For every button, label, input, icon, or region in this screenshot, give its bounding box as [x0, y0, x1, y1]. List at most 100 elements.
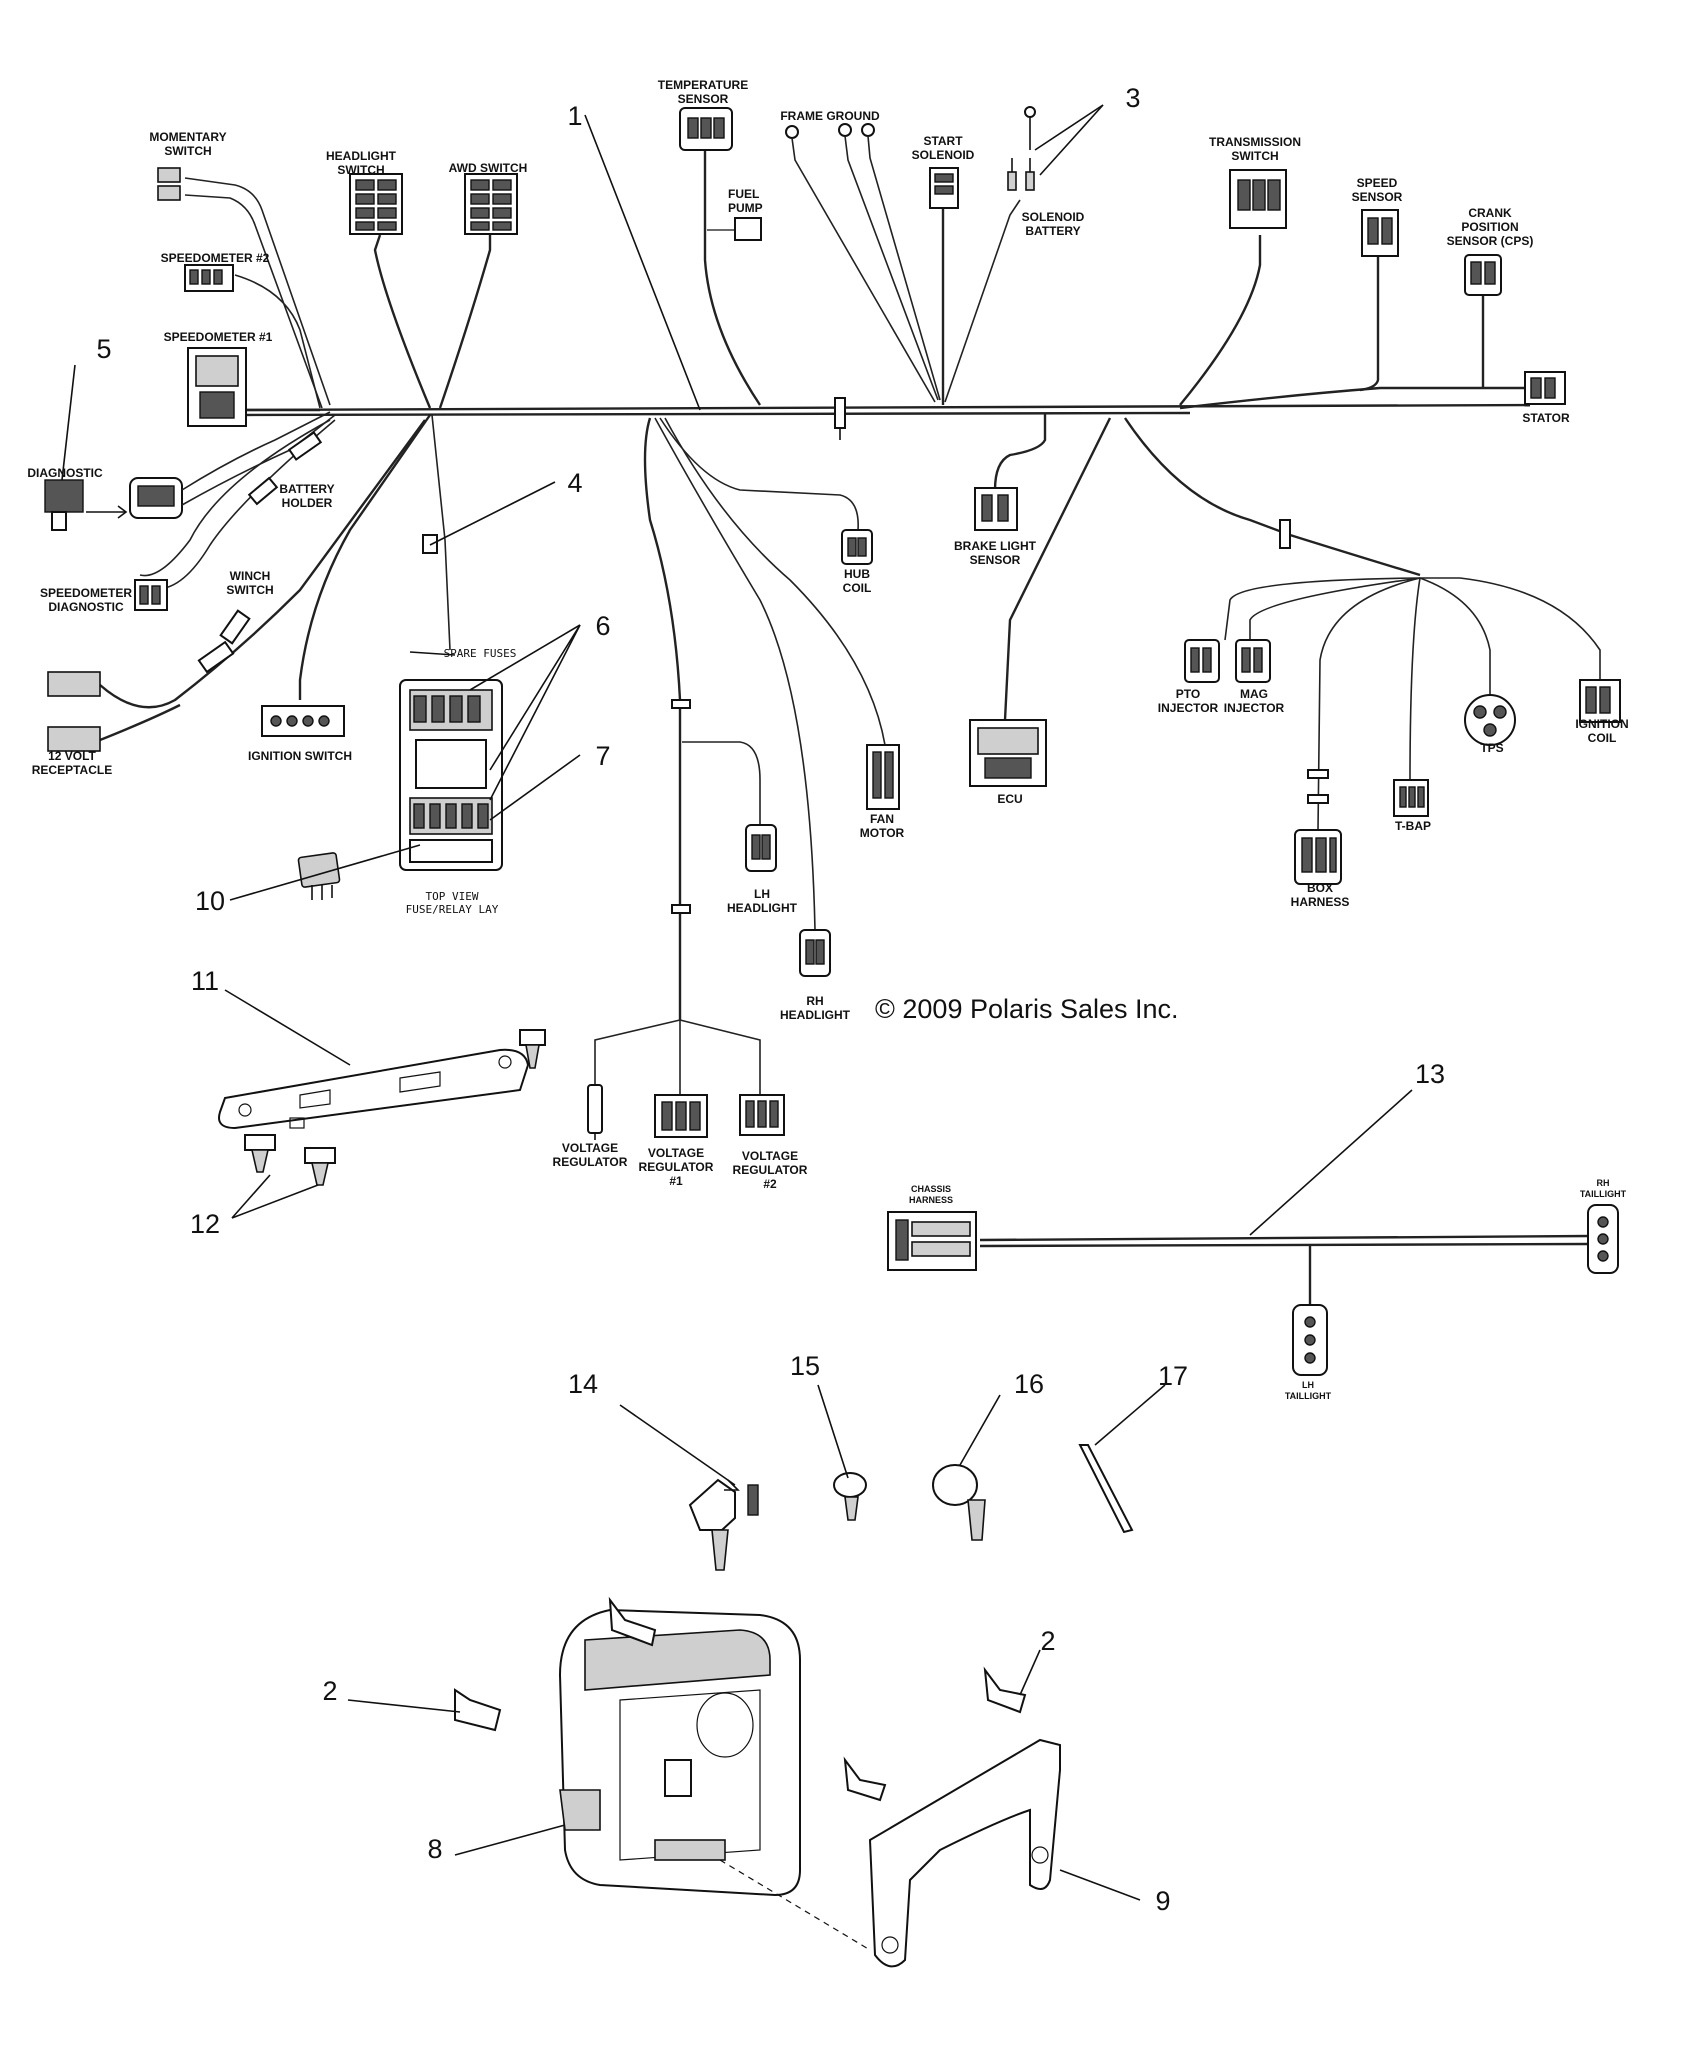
- callout-7: 7: [595, 741, 610, 771]
- stator-connector: [1524, 371, 1566, 405]
- awd-switch-connector: [464, 173, 518, 235]
- lh-headlight-connector: [745, 824, 777, 872]
- receptacle-connector-1: [47, 671, 101, 697]
- speedometer-diagnostic-connector: [134, 579, 168, 611]
- callout-1: 1: [567, 101, 582, 131]
- callout-9: 9: [1155, 1886, 1170, 1916]
- pto-injector-connector: [1184, 639, 1220, 683]
- fuse-relay-box: [399, 651, 503, 871]
- callout-12: 12: [190, 1209, 220, 1239]
- callout-11: 11: [191, 966, 219, 996]
- speedometer-2-label: SPEEDOMETER #2: [161, 251, 270, 265]
- momentary-switch-connector-1: [157, 167, 181, 183]
- trunk-clip-2: [671, 699, 691, 709]
- ecu-connector: [969, 719, 1047, 787]
- callout-3: 3: [1125, 83, 1140, 113]
- cable-tie: [1078, 1444, 1134, 1534]
- receptacle-connector-2: [47, 726, 101, 752]
- callout-numbers: 1 3 4 5 6 7 10 11 12 13 14 15 16 17 2 2 …: [96, 83, 1445, 1916]
- winch-switch-clip: [197, 640, 235, 674]
- top-left-branches: [157, 106, 1566, 440]
- mag-injector-connector: [1235, 639, 1271, 683]
- transmission-switch-connector: [1229, 169, 1287, 229]
- speed-sensor-connector: [1361, 209, 1399, 257]
- rh-taillight-connector: [1587, 1204, 1619, 1274]
- sub-harness-clip: [1279, 519, 1291, 549]
- mounting-plate: [218, 1048, 530, 1130]
- regulator-screws: [454, 1596, 1027, 1802]
- momentary-switch-connector-2: [157, 185, 181, 201]
- lh-taillight-connector: [1292, 1304, 1328, 1376]
- center-branches: [587, 417, 900, 1140]
- crank-position-sensor-connector: [1464, 254, 1502, 296]
- p-clamp-large: [932, 1464, 986, 1541]
- ignition-switch-label: IGNITION SWITCH: [248, 749, 352, 763]
- callout-16: 16: [1014, 1369, 1044, 1399]
- relay: [297, 852, 341, 900]
- chassis-harness-connector: [887, 1211, 977, 1271]
- temperature-sensor-connector: [679, 107, 733, 151]
- diagnostic-connector: [44, 479, 128, 531]
- frame-ground-branch: [785, 123, 941, 403]
- rh-headlight-connector: [799, 929, 831, 977]
- box-harness-connector: [1294, 829, 1342, 885]
- frame-ground-label: FRAME GROUND: [780, 109, 880, 123]
- callout-10: 10: [195, 886, 225, 916]
- spare-fuses-label: SPARE FUSES: [444, 647, 517, 660]
- hub-coil-connector: [841, 529, 873, 565]
- speedometer-2-connector: [184, 264, 234, 292]
- callout-13: 13: [1415, 1059, 1445, 1089]
- t-bap-connector: [1393, 779, 1429, 817]
- callout-17: 17: [1158, 1361, 1188, 1391]
- left-side-branches: [44, 411, 451, 752]
- callout-5: 5: [96, 334, 111, 364]
- headlight-switch-connector: [349, 173, 403, 235]
- copyright-notice: © 2009 Polaris Sales Inc.: [875, 994, 1179, 1024]
- callout-14: 14: [568, 1369, 598, 1399]
- start-solenoid-connector: [929, 167, 959, 209]
- t-bap-label: T-BAP: [1395, 819, 1431, 833]
- plate-screws: [244, 1029, 546, 1186]
- right-center-branches: [969, 413, 1621, 885]
- winch-switch-connector: [219, 609, 251, 645]
- main-harness-trunk: [239, 386, 1531, 417]
- awd-switch-label: AWD SWITCH: [449, 161, 528, 175]
- box-harness-clip-1: [1307, 769, 1329, 779]
- trunk-clip: [834, 397, 846, 440]
- voltage-regulator-connector: [587, 1084, 603, 1140]
- solenoid-battery-terminals: [1007, 106, 1036, 191]
- trunk-clip-3: [671, 904, 691, 914]
- callout-2-left: 2: [322, 1676, 337, 1706]
- harness-tie: [422, 534, 438, 554]
- speedometer-1-label: SPEEDOMETER #1: [164, 330, 273, 344]
- callout-6: 6: [595, 611, 610, 641]
- speedometer-1-connector: [187, 347, 247, 427]
- callout-8: 8: [427, 1834, 442, 1864]
- callout-leaders: [61, 104, 1413, 1901]
- ignition-coil-connector: [1579, 679, 1621, 723]
